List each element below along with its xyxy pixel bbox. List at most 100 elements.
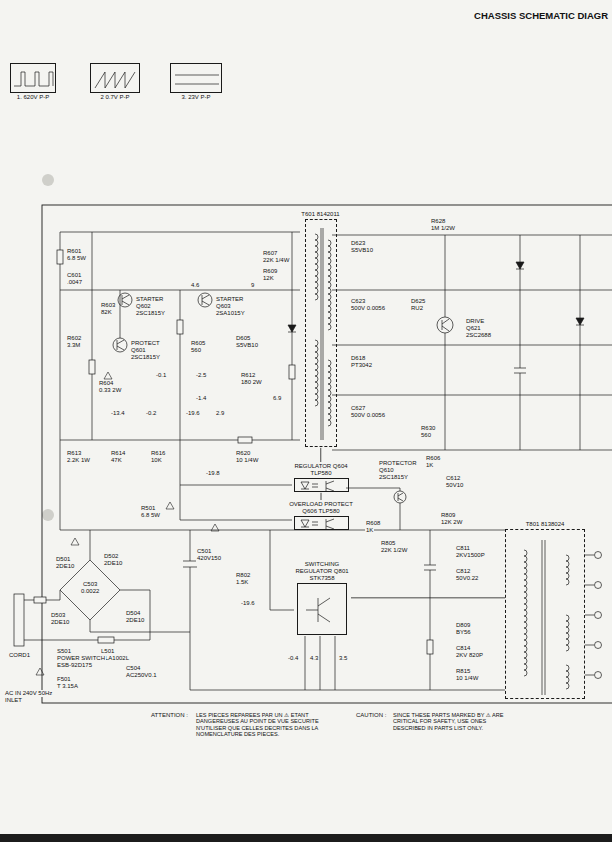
schematic-label: C812 — [455, 568, 471, 575]
schematic-label: 50V0.22 — [455, 575, 479, 582]
schematic-label: D502 — [103, 553, 119, 560]
transformer-block: T601 8142011 — [300, 210, 341, 448]
node-label: OVERLOAD PROTECT Q606 TLP580 — [289, 501, 353, 515]
connector-wire — [351, 597, 505, 598]
node-label: REGULATOR Q604 TLP580 — [289, 463, 353, 477]
shape-drawing — [295, 517, 350, 531]
schematic-label: 12K — [262, 275, 275, 282]
schematic-label: C503 — [82, 581, 98, 588]
schematic-label: R805 — [380, 540, 396, 547]
node-label: 2 0.7V P-P — [100, 94, 129, 101]
schematic-label: C623 — [350, 298, 366, 305]
waveform-trace — [14, 72, 53, 86]
waveform-box — [10, 63, 56, 93]
schematic-label: R614 — [110, 450, 126, 457]
schematic-label: C811 — [455, 545, 471, 552]
connector — [351, 597, 505, 598]
transformer-box — [305, 219, 337, 447]
schematic-label: D809 — [455, 622, 471, 629]
schematic-label: 2KV1500P — [455, 552, 486, 559]
schematic-label: CORD1 — [8, 652, 31, 659]
waveform-trace — [306, 598, 330, 622]
waveform-box — [90, 63, 140, 93]
schematic-label: R501 — [140, 505, 156, 512]
photocoupler-block: OVERLOAD PROTECT Q606 TLP580 — [288, 500, 354, 531]
schematic-label: .0047 — [66, 279, 83, 286]
schematic-label: ESB-92D175 — [56, 662, 93, 669]
transformer-block: T801 8138024 — [505, 520, 585, 700]
schematic-label: 2DE10 — [103, 560, 123, 567]
schematic-label: R603 — [100, 302, 116, 309]
schematic-label: R605 — [190, 340, 206, 347]
waveform-trace — [524, 540, 569, 695]
schematic-label: D618 — [350, 355, 366, 362]
schematic-label: 10 1/4W — [455, 675, 479, 682]
schematic-label: 2KV 820P — [455, 652, 484, 659]
schematic-label: Q603 — [215, 303, 232, 310]
schematic-label: R630 — [420, 425, 436, 432]
schematic-label: 2SC1815Y — [130, 354, 161, 361]
schematic-label: -0.2 — [145, 410, 157, 417]
schematic-label: 180 2W — [240, 379, 263, 386]
schematic-label: Q610 — [378, 467, 395, 474]
schematic-label: D501 — [55, 556, 71, 563]
schematic-label: -19.6 — [185, 410, 201, 417]
connector — [320, 448, 321, 462]
schematic-label: 2DE10 — [50, 619, 70, 626]
schematic-label: R613 — [66, 450, 82, 457]
schematic-label: R802 — [235, 572, 251, 579]
schematic-label: 50V10 — [445, 482, 464, 489]
schematic-label: 0.33 2W — [98, 387, 122, 394]
page-title: CHASSIS SCHEMATIC DIAGR — [474, 10, 608, 21]
safety-mark — [36, 372, 219, 675]
schematic-label: 1.5K — [235, 579, 249, 586]
schematic-label: R608 — [365, 520, 381, 527]
schematic-label: PROTECTOR — [378, 460, 418, 467]
schematic-label: 2SC1815Y — [135, 310, 166, 317]
schematic-label: 22K 1/2W — [380, 547, 408, 554]
schematic-label: D623 — [350, 240, 366, 247]
schematic-label: -13.4 — [110, 410, 126, 417]
node-label: T801 8138024 — [526, 521, 565, 528]
schematic-label: Q602 — [135, 303, 152, 310]
schematic-label: -2.5 — [195, 372, 207, 379]
schematic-label: 82K — [100, 309, 113, 316]
schematic-label: R612 — [240, 372, 256, 379]
schematic-label: 2SC2688 — [465, 332, 492, 339]
schematic-label: 2DE10 — [125, 617, 145, 624]
schematic-label: R620 — [235, 450, 251, 457]
schematic-label: -19.8 — [205, 470, 221, 477]
waveform-trace — [315, 228, 331, 440]
schematic-label: C504 — [125, 665, 141, 672]
transformer-box — [505, 529, 585, 699]
schematic-label: S5VB10 — [350, 247, 374, 254]
schematic-label: DRIVE — [465, 318, 485, 325]
photocoupler-block: REGULATOR Q604 TLP580 — [288, 462, 354, 493]
schematic-label: 1K — [425, 462, 434, 469]
schematic-label: R606 — [425, 455, 441, 462]
photocoupler-box — [294, 478, 349, 492]
schematic-label: -19.6 — [240, 600, 256, 607]
schematic-label: 560 — [420, 432, 432, 439]
schematic-label: CAUTION : — [355, 712, 387, 719]
schematic-label: S5VB10 — [235, 342, 259, 349]
safety-note: SINCE THESE PARTS MARKED BY ⚠ ARE CRITIC… — [392, 712, 519, 731]
waveform-trace — [175, 75, 219, 84]
connector-wire — [321, 493, 322, 500]
node-label: T601 8142011 — [301, 211, 339, 218]
schematic-label: R609 — [262, 268, 278, 275]
schematic-label: 4.3 — [309, 655, 319, 662]
schematic-label: 2DE10 — [55, 563, 75, 570]
schematic-label: STARTER — [215, 296, 244, 303]
schematic-label: C612 — [445, 475, 461, 482]
schematic-label: -0.4 — [287, 655, 299, 662]
schematic-label: 1M 1/2W — [430, 225, 456, 232]
connector — [321, 493, 322, 500]
schematic-label: F501 — [56, 676, 72, 683]
schematic-label: R602 — [66, 335, 82, 342]
waveform-box — [170, 63, 222, 93]
schematic-label: 6.8 5W — [66, 255, 87, 262]
shape-drawing — [11, 64, 57, 94]
schematic-label: D504 — [125, 610, 141, 617]
